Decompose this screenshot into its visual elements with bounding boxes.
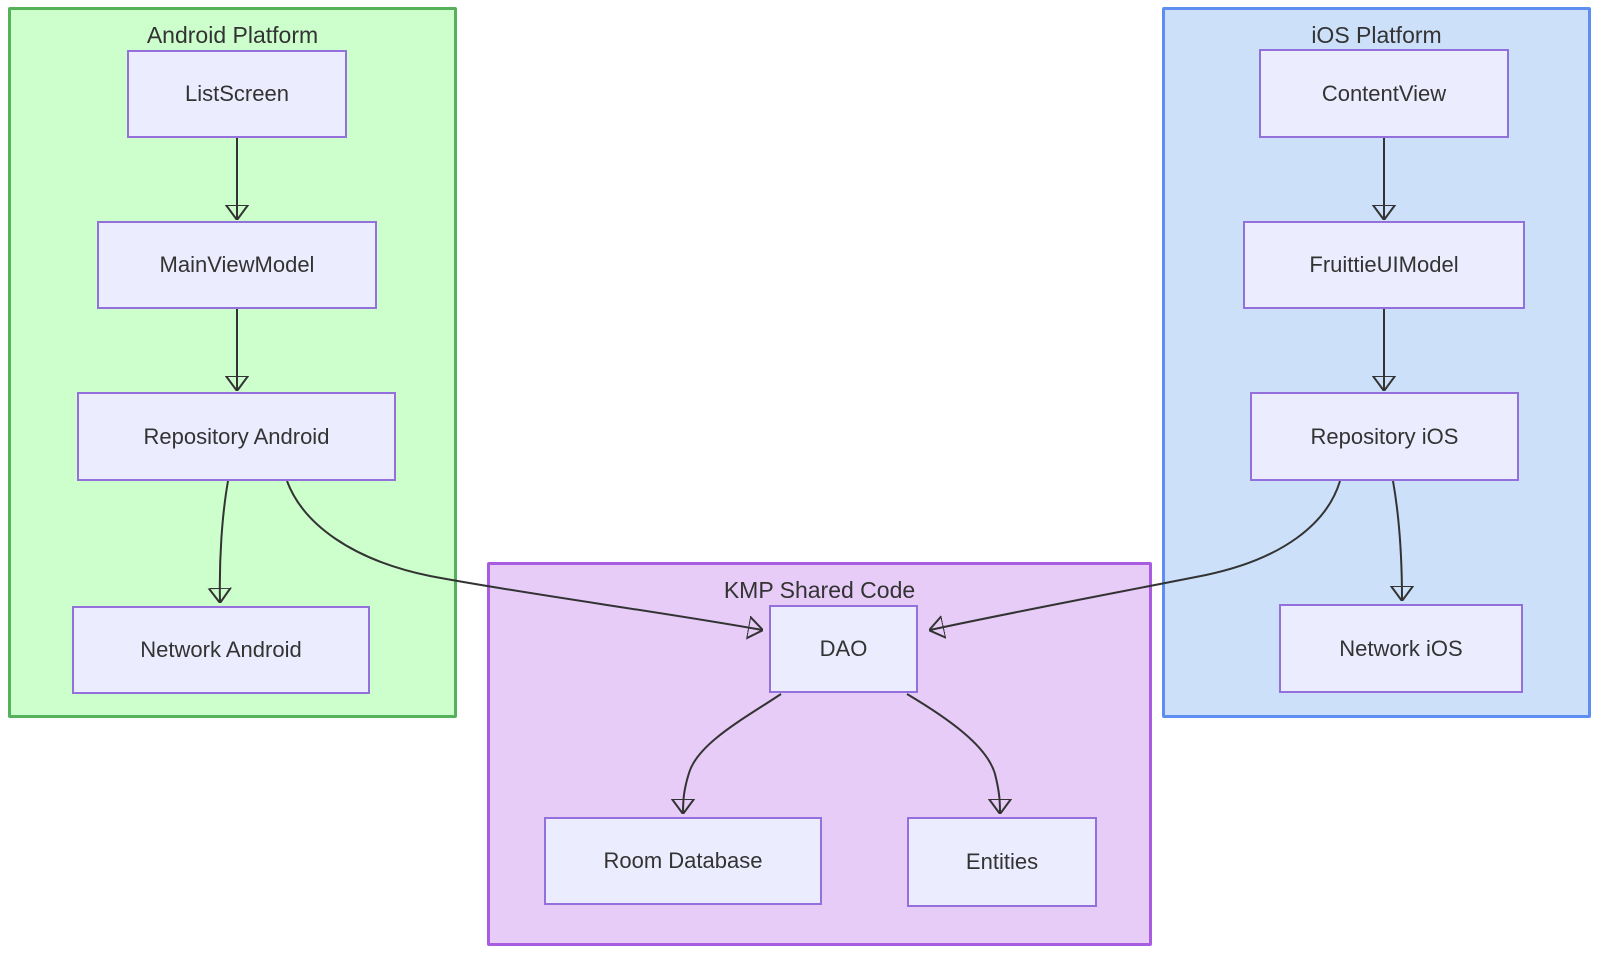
node-entities: Entities — [907, 817, 1097, 907]
node-room-database: Room Database — [544, 817, 822, 905]
node-mainviewmodel: MainViewModel — [97, 221, 377, 309]
node-network-ios: Network iOS — [1279, 604, 1523, 693]
node-fruittieuimodel: FruittieUIModel — [1243, 221, 1525, 309]
group-title-ios: iOS Platform — [1311, 22, 1442, 48]
node-repository-android: Repository Android — [77, 392, 396, 481]
node-listscreen: ListScreen — [127, 50, 347, 138]
node-repository-ios: Repository iOS — [1250, 392, 1519, 481]
group-title-android: Android Platform — [146, 22, 319, 48]
node-dao: DAO — [769, 605, 918, 693]
node-network-android: Network Android — [72, 606, 370, 694]
node-contentview: ContentView — [1259, 49, 1509, 138]
group-title-kmp: KMP Shared Code — [723, 577, 916, 603]
